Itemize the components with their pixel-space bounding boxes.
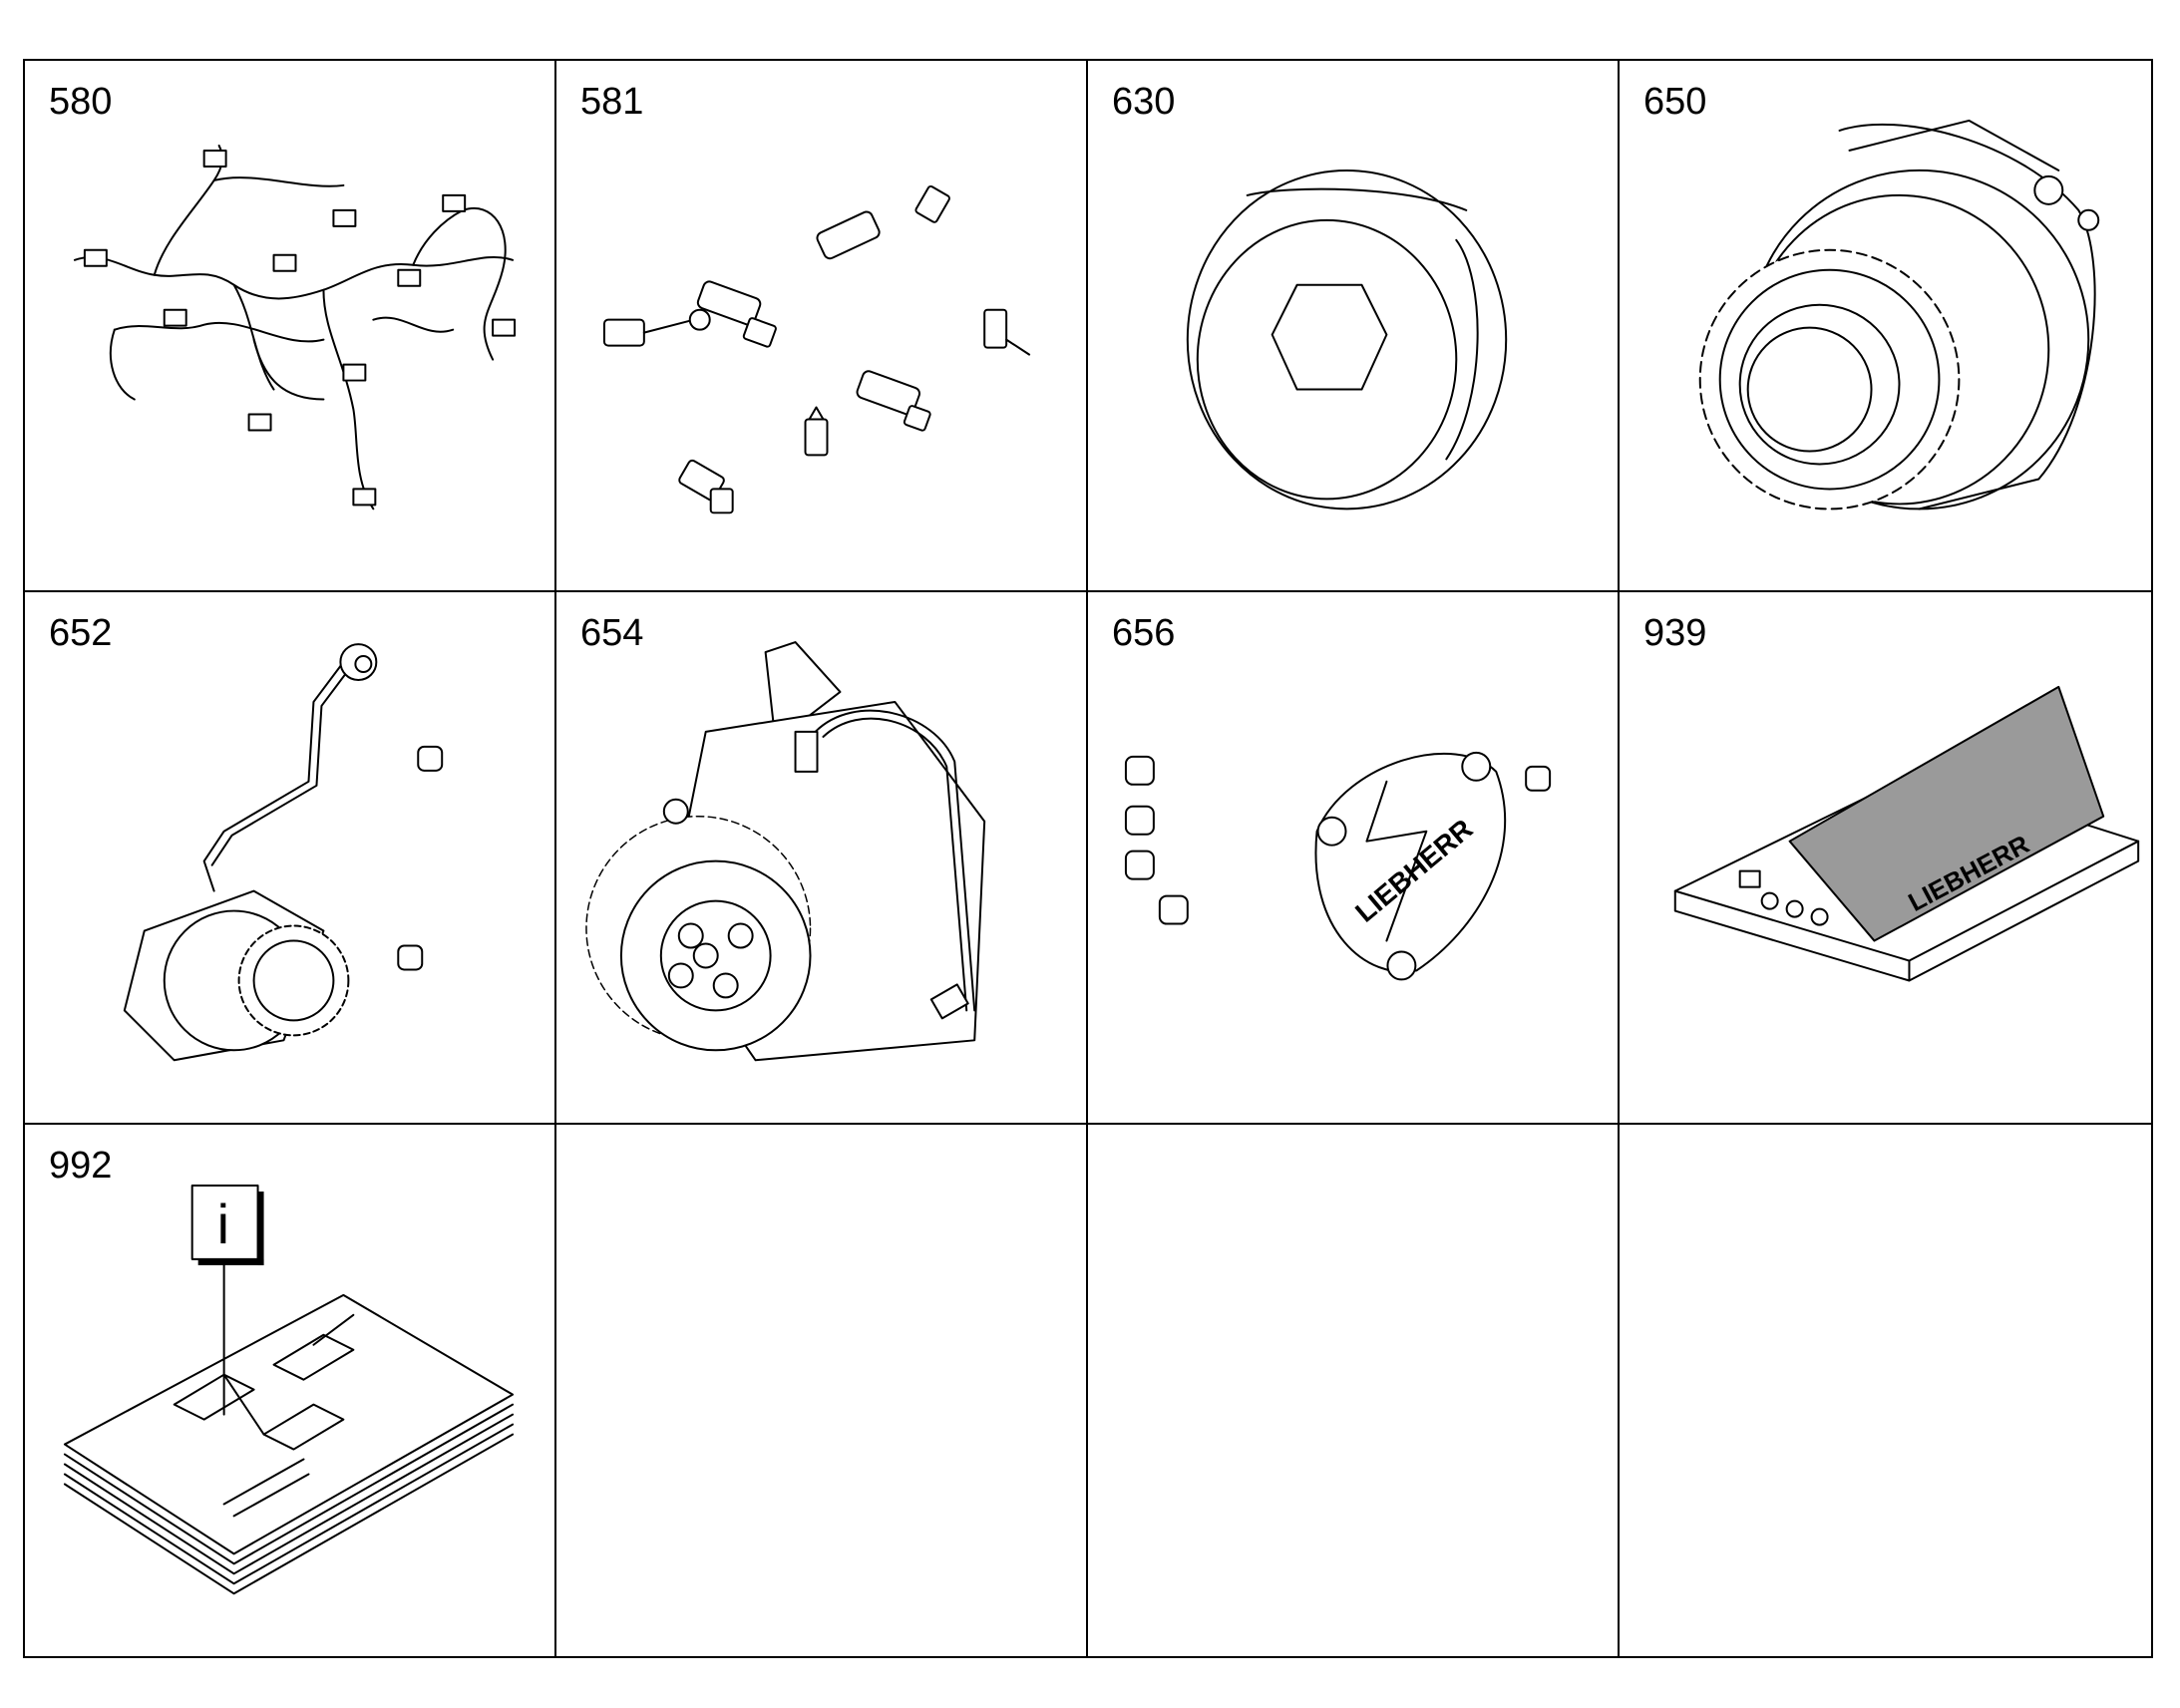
part-cell-654[interactable]: 654 (556, 592, 1088, 1125)
parts-grid: 580 581 (23, 59, 2153, 1658)
gear-pump-assembly-icon (585, 641, 986, 1062)
empty-cell (556, 1124, 1088, 1656)
part-cell-580[interactable]: 580 (25, 61, 556, 593)
part-number: 656 (1112, 612, 1176, 655)
sensors-kit-icon (602, 185, 1031, 514)
empty-cell (1088, 1124, 1620, 1656)
empty-cell (1620, 1125, 2151, 1656)
part-number: 581 (580, 81, 644, 123)
liebherr-gift-box-icon: LIEBHERR (1673, 686, 2140, 982)
pump-with-pipe-icon (123, 643, 444, 1062)
part-cell-939[interactable]: 939 LIEBHERR (1620, 592, 2151, 1125)
part-cell-650[interactable]: 650 (1620, 61, 2151, 593)
screw-plug-icon (1186, 169, 1508, 511)
info-icon: i (217, 1193, 229, 1255)
part-cell-992[interactable]: 992 i (25, 1124, 556, 1656)
part-number: 630 (1112, 81, 1176, 123)
part-cell-652[interactable]: 652 (25, 592, 556, 1125)
wiring-harness-icon (73, 145, 517, 511)
cover-plate-kit-icon: LIEBHERR (1124, 752, 1552, 981)
part-cell-630[interactable]: 630 (1088, 61, 1620, 593)
part-cell-581[interactable]: 581 (556, 61, 1088, 593)
gear-drive-assembly-icon (1698, 119, 2100, 511)
part-number: 652 (49, 612, 113, 655)
part-number: 654 (580, 612, 644, 655)
part-number: 650 (1643, 81, 1707, 123)
documentation-icon: i (63, 1184, 515, 1594)
part-cell-656[interactable]: 656 LIEBHERR (1088, 592, 1620, 1125)
part-number: 992 (49, 1144, 113, 1187)
part-number: 580 (49, 81, 113, 123)
part-number: 939 (1643, 612, 1707, 655)
